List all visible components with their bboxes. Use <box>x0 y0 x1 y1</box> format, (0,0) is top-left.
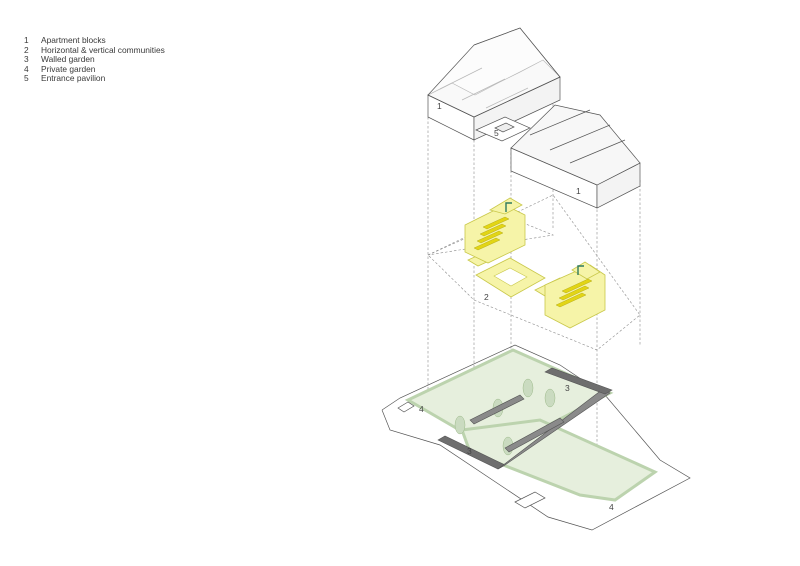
label-private-garden-right: 4 <box>609 502 614 512</box>
wall-segment <box>544 367 613 395</box>
wall-segment <box>504 417 565 453</box>
roof-ridges <box>529 109 591 136</box>
wall-segment <box>497 388 611 470</box>
apartment-block-left <box>427 27 561 141</box>
communities-level <box>464 197 606 329</box>
entry-structure <box>514 491 546 509</box>
legend-number: 2 <box>24 44 29 55</box>
access-arrow-icon <box>505 202 512 212</box>
legend-label: Apartment blocks <box>41 35 106 45</box>
legend-label: Entrance pavilion <box>41 73 106 84</box>
legend-number: 1 <box>24 35 29 45</box>
legend-item: 4 Private garden <box>24 63 165 75</box>
legend-item: 5 Entrance pavilion <box>24 74 165 84</box>
legend-number: 5 <box>24 73 29 84</box>
legend-item: 1 Apartment blocks <box>24 35 165 46</box>
roof-ridges <box>569 139 626 164</box>
tree-icon <box>522 378 534 398</box>
label-apartment-block-right: 1 <box>576 186 581 196</box>
roof-ridges <box>549 124 611 151</box>
label-apartment-block-left: 1 <box>437 101 442 111</box>
label-private-garden-left: 4 <box>419 404 424 414</box>
apartment-block-right <box>510 104 641 209</box>
wall-segment <box>469 394 525 425</box>
access-arrow-icon <box>577 265 584 275</box>
apartment-blocks <box>427 27 641 209</box>
legend: 1 Apartment blocks 2 Horizontal & vertical… <box>24 35 165 84</box>
tree-icon <box>544 388 556 408</box>
legend-number: 3 <box>24 54 29 65</box>
legend-number: 4 <box>24 63 29 74</box>
courtyard-void <box>493 267 528 287</box>
stair-steps <box>473 216 593 308</box>
legend-item: 3 Walled garden <box>24 55 165 65</box>
ground-plane <box>381 344 691 531</box>
label-entrance-pavilion: 5 <box>494 128 499 138</box>
block-roof <box>510 104 641 186</box>
pavilion-opening <box>494 122 515 133</box>
block-roof-back <box>427 27 561 118</box>
site-outline <box>381 344 691 531</box>
legend-label: Walled garden <box>41 54 95 65</box>
label-walled-garden-lower: 3 <box>467 446 472 456</box>
label-communities: 2 <box>484 292 489 302</box>
legend-label: Private garden <box>41 63 96 74</box>
tree-icon <box>454 415 466 435</box>
legend-item: 2 Horizontal & vertical communities <box>24 44 165 56</box>
label-walled-garden-upper: 3 <box>565 383 570 393</box>
entry-structure <box>397 401 415 413</box>
legend-label: Horizontal & vertical communities <box>41 44 165 55</box>
access-markers <box>505 202 584 275</box>
garden-walls <box>437 367 613 470</box>
